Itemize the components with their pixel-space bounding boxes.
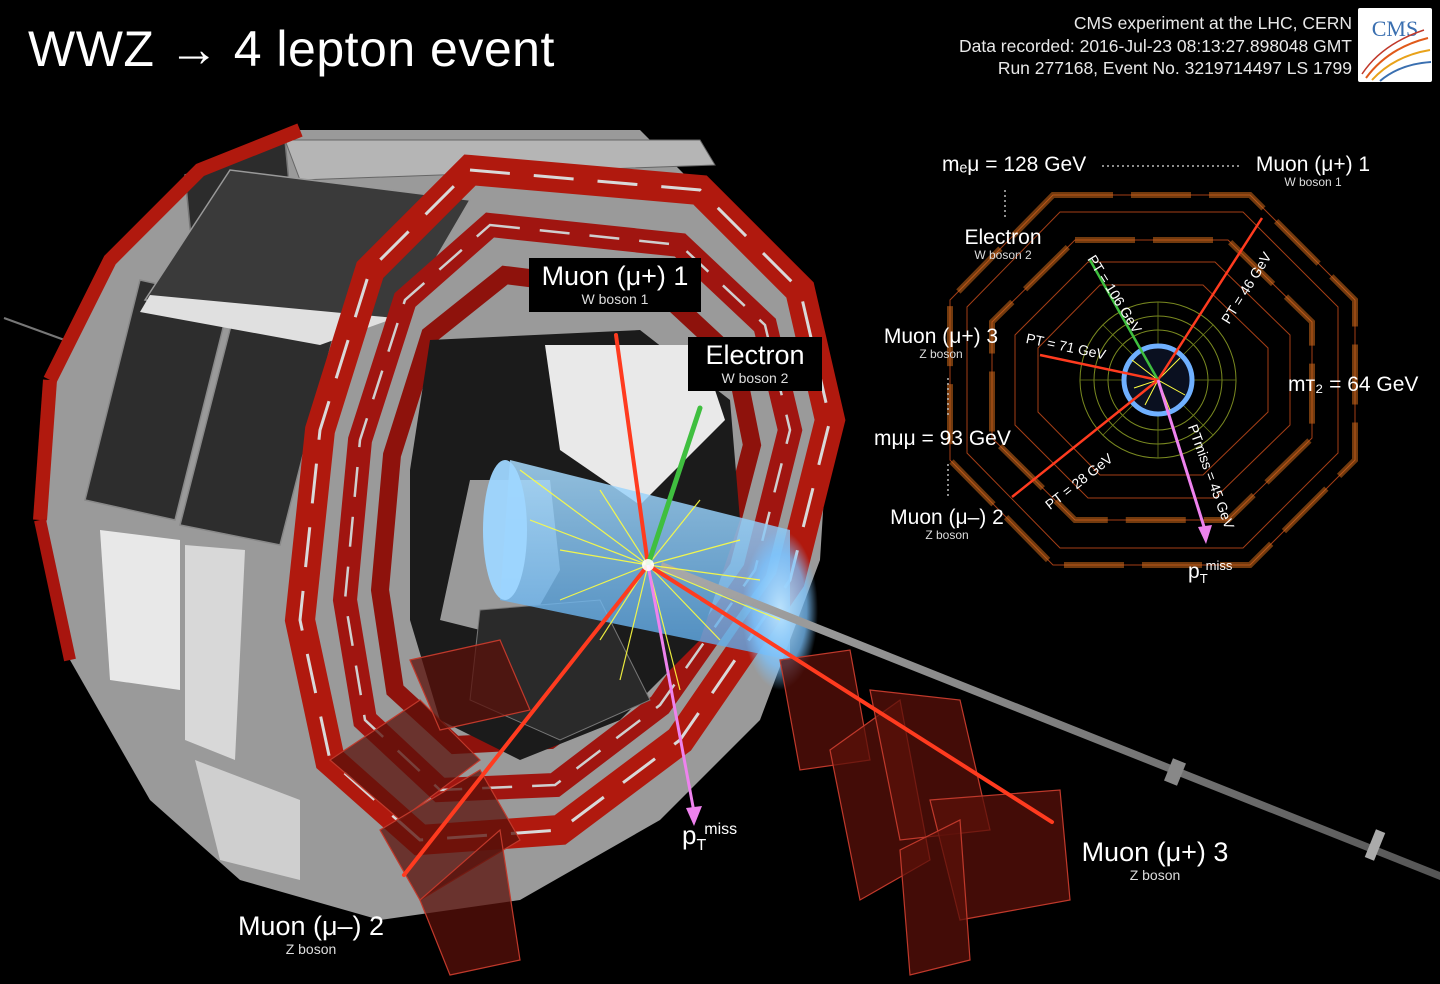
ptmiss-arrow xyxy=(646,564,702,826)
muon2-track xyxy=(402,563,650,877)
label-electron: Electron W boson 2 xyxy=(688,337,822,392)
muon1-track xyxy=(614,333,650,567)
cms-logo: CMS xyxy=(1358,8,1432,82)
label-muon1-boson: W boson 1 xyxy=(581,290,649,307)
vertex xyxy=(642,559,654,571)
inset-label-muon3: Muon (μ+) 3 Z boson xyxy=(883,325,999,362)
transverse-view xyxy=(947,165,1358,568)
inset-m-emu: mₑμ = 128 GeV xyxy=(942,153,1087,176)
label-ptmiss: pTmiss xyxy=(682,820,738,855)
label-muon1: Muon (μ+) 1 W boson 1 xyxy=(529,258,701,313)
inset-label-muon1: Muon (μ+) 1 W boson 1 xyxy=(1255,153,1371,190)
inset-label-muon2: Muon (μ–) 2 Z boson xyxy=(890,506,1004,543)
inset-mt2: mᴛ₂ = 64 GeV xyxy=(1288,373,1419,396)
beam-pipe-right xyxy=(660,562,1440,880)
electron-track xyxy=(645,405,703,568)
info-line-1: CMS experiment at the LHC, CERN xyxy=(1073,13,1352,33)
inset-m-mumu: mμμ = 93 GeV xyxy=(874,427,1011,450)
info-line-2: Data recorded: 2016-Jul-23 08:13:27.8980… xyxy=(958,35,1352,56)
beam-pipe-left xyxy=(3,317,71,343)
label-muon3-boson: Z boson xyxy=(1129,866,1181,883)
cms-logo-text: CMS xyxy=(1372,16,1418,41)
label-muon2: Muon (μ–) 2 Z boson xyxy=(226,911,396,957)
label-muon1-name: Muon (μ+) 1 xyxy=(541,261,689,291)
label-muon2-name: Muon (μ–) 2 xyxy=(237,911,385,941)
page-title: WWZ → 4 lepton event xyxy=(28,21,555,77)
inset-ptmiss: pTmiss xyxy=(1188,558,1233,587)
label-muon3-name: Muon (μ+) 3 xyxy=(1081,837,1229,867)
label-electron-name: Electron xyxy=(705,340,805,370)
label-muon2-boson: Z boson xyxy=(285,940,337,957)
muon3-track xyxy=(646,563,1054,824)
label-muon3: Muon (μ+) 3 Z boson xyxy=(1070,837,1240,883)
muon-chambers xyxy=(329,639,1071,976)
muon-tracks xyxy=(402,333,1054,877)
info-line-3: Run 277168, Event No. 3219714497 LS 1799 xyxy=(997,58,1352,78)
run-info: CMS experiment at the LHC, CERN Data rec… xyxy=(959,12,1352,80)
inset-label-electron: Electron W boson 2 xyxy=(964,226,1042,263)
label-electron-boson: W boson 2 xyxy=(721,369,789,386)
